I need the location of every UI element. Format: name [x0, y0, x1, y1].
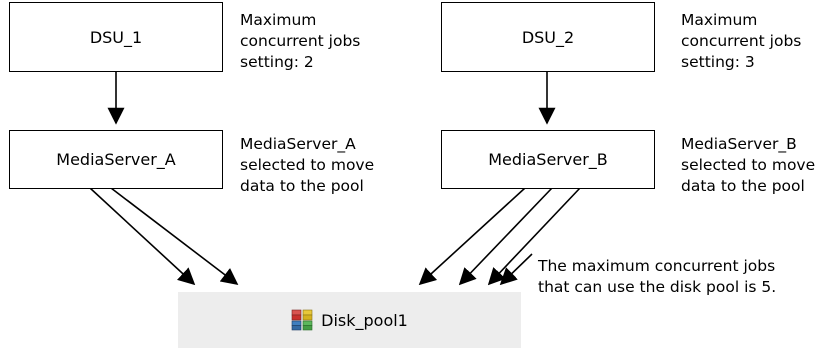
- max-jobs-note: The maximum concurrent jobs that can use…: [538, 256, 776, 298]
- arrow-annotation-pointer: [499, 253, 533, 286]
- dsu-2-box: DSU_2: [441, 2, 655, 72]
- max-jobs-note-line: that can use the disk pool is 5.: [538, 278, 777, 296]
- max-jobs-note-line: The maximum concurrent jobs: [538, 257, 776, 275]
- dsu-1-box: DSU_1: [9, 2, 223, 72]
- dsu-1-label: DSU_1: [89, 27, 143, 47]
- arrow-mediaserver-b-job-1: [418, 187, 526, 286]
- mediaserver-b-label: MediaServer_B: [488, 150, 608, 169]
- dsu-2-note-line: setting: 3: [681, 53, 755, 71]
- dsu-1-note-line: Maximum: [240, 11, 317, 29]
- dsu-1-note-line: concurrent jobs: [240, 32, 361, 50]
- mediaserver-a-note: MediaServer_A selected to move data to t…: [240, 134, 374, 197]
- dsu-2-note-line: concurrent jobs: [681, 32, 802, 50]
- mediaserver-a-box: MediaServer_A: [9, 130, 223, 189]
- mediaserver-a-note-line: data to the pool: [240, 177, 364, 195]
- mediaserver-a-note-line: selected to move: [240, 156, 375, 174]
- dsu-1-note-line: setting: 2: [240, 53, 314, 71]
- arrow-mediaserver-b-job-2: [458, 187, 553, 286]
- mediaserver-a-label: MediaServer_A: [56, 150, 176, 169]
- disk-pool: Disk_pool1: [178, 292, 521, 348]
- dsu-2-note: Maximum concurrent jobs setting: 3: [681, 10, 801, 73]
- dsu-2-label: DSU_2: [521, 27, 575, 47]
- dsu-2-note-line: Maximum: [681, 11, 758, 29]
- mediaserver-b-note: MediaServer_B selected to move data to t…: [681, 134, 815, 197]
- mediaserver-b-note-line: selected to move: [681, 156, 816, 174]
- disk-pool-label: Disk_pool1: [321, 310, 408, 330]
- disk-pool-content: Disk_pool1: [291, 309, 408, 331]
- arrow-mediaserver-a-job-2: [110, 187, 239, 286]
- disk-pool-icon: [291, 309, 313, 331]
- mediaserver-b-note-line: data to the pool: [681, 177, 805, 195]
- mediaserver-b-note-line: MediaServer_B: [681, 135, 797, 153]
- dsu-1-note: Maximum concurrent jobs setting: 2: [240, 10, 360, 73]
- arrow-mediaserver-a-job-1: [89, 187, 196, 286]
- mediaserver-b-box: MediaServer_B: [441, 130, 655, 189]
- mediaserver-a-note-line: MediaServer_A: [240, 135, 356, 153]
